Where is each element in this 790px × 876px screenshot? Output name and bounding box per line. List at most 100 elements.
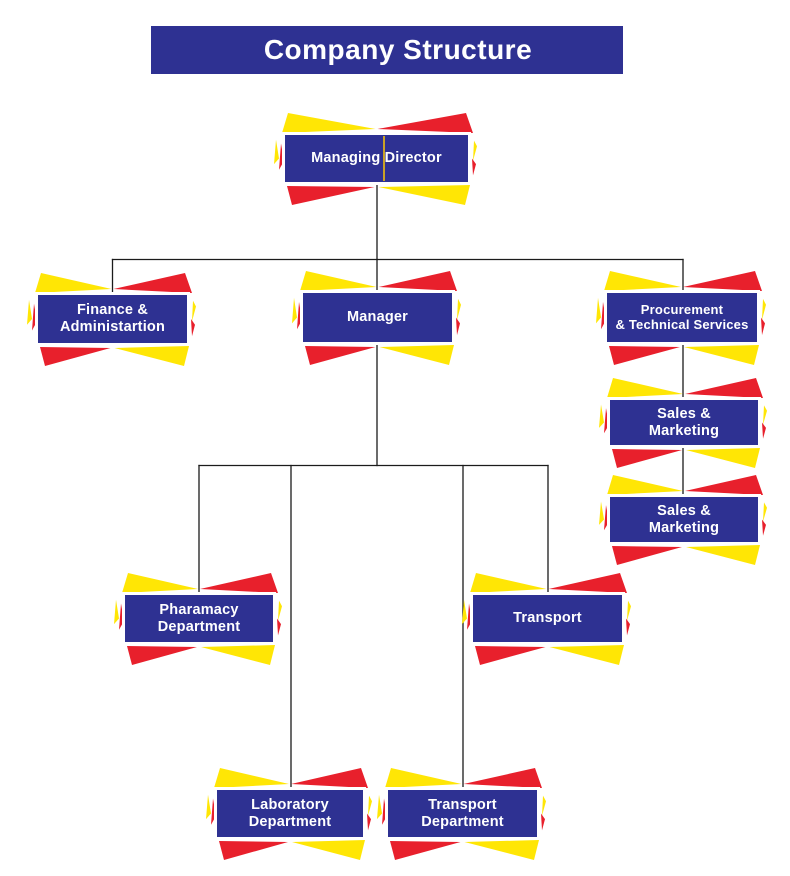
decoration-wedge xyxy=(122,573,198,593)
org-node-sales-marketing-1: Sales &Marketing xyxy=(596,374,772,471)
text-cursor-line xyxy=(383,136,385,181)
org-node-managing-director: Managing Director xyxy=(271,109,482,208)
bowtie-decoration xyxy=(206,768,372,860)
org-node-label: Department xyxy=(248,813,332,830)
decoration-wedge xyxy=(612,546,682,565)
bowtie-decoration xyxy=(462,573,631,665)
org-node-label: Transport xyxy=(513,610,582,627)
org-node-label: Managing Director xyxy=(311,150,442,167)
decoration-wedge xyxy=(382,798,387,825)
decoration-wedge xyxy=(113,273,192,293)
decoration-wedge xyxy=(279,143,284,170)
decoration-wedge xyxy=(761,317,765,336)
org-node-box: Manager xyxy=(303,293,452,342)
decoration-wedge xyxy=(609,346,680,365)
decoration-wedge xyxy=(686,545,760,565)
decoration-wedge xyxy=(472,158,476,176)
decoration-wedge xyxy=(368,795,372,816)
decoration-wedge xyxy=(685,475,763,495)
decoration-wedge xyxy=(601,301,606,330)
org-node-box: Sales &Marketing xyxy=(610,400,758,445)
decoration-wedge xyxy=(32,303,37,331)
decoration-wedge xyxy=(385,768,462,788)
decoration-wedge xyxy=(211,798,216,825)
bowtie-decoration xyxy=(599,475,767,565)
decoration-wedge xyxy=(282,113,376,133)
decoration-wedge xyxy=(379,345,454,365)
org-node-label: & Technical Services xyxy=(615,316,749,332)
decoration-wedge xyxy=(467,603,472,630)
org-node-label: Sales & xyxy=(657,502,711,519)
decoration-wedge xyxy=(378,271,457,291)
org-node-box: Managing Director xyxy=(285,135,468,182)
decoration-wedge xyxy=(763,502,767,522)
decoration-wedge xyxy=(464,840,539,860)
bowtie-decoration xyxy=(27,273,196,366)
org-node-finance-administartion: Finance &Administartion xyxy=(24,269,201,369)
bowtie-decoration xyxy=(599,378,767,468)
decoration-wedge xyxy=(612,449,682,468)
bowtie-decoration xyxy=(292,271,461,365)
decoration-wedge xyxy=(604,408,609,434)
decoration-wedge xyxy=(549,645,624,665)
org-node-label: Manager xyxy=(346,309,409,326)
decoration-wedge xyxy=(114,346,189,366)
decoration-wedge xyxy=(27,299,32,325)
decoration-wedge xyxy=(470,573,547,593)
org-node-label: Pharamacy xyxy=(159,601,239,618)
decoration-wedge xyxy=(686,448,760,468)
decoration-wedge xyxy=(762,422,766,439)
decoration-wedge xyxy=(604,271,681,291)
decoration-wedge xyxy=(201,645,275,665)
decoration-wedge xyxy=(292,840,365,860)
decoration-wedge xyxy=(599,404,604,428)
org-node-label: Administartion xyxy=(59,319,166,335)
decoration-wedge xyxy=(40,347,111,366)
page-title: Company Structure xyxy=(263,34,533,65)
decoration-wedge xyxy=(462,599,467,625)
decoration-wedge xyxy=(685,378,763,398)
decoration-wedge xyxy=(292,297,297,324)
decoration-wedge xyxy=(457,298,461,320)
decoration-wedge xyxy=(463,768,542,788)
org-node-transport: Transport xyxy=(459,569,636,668)
org-node-box: Procurement& Technical Services xyxy=(607,293,757,342)
decoration-wedge xyxy=(219,841,288,860)
decoration-wedge xyxy=(475,646,546,665)
decoration-wedge xyxy=(596,297,601,324)
decoration-wedge xyxy=(473,140,477,161)
decoration-wedge xyxy=(35,273,112,293)
decoration-wedge xyxy=(599,501,604,525)
decoration-wedge xyxy=(762,519,766,536)
decoration-wedge xyxy=(114,599,119,625)
decoration-wedge xyxy=(626,618,630,636)
org-node-label: Marketing xyxy=(648,422,720,439)
org-node-label: Finance & xyxy=(76,302,149,319)
org-node-box: Transport xyxy=(473,595,622,642)
org-node-box: Sales &Marketing xyxy=(610,497,758,542)
decoration-wedge xyxy=(604,505,609,531)
decoration-wedge xyxy=(762,298,766,320)
org-node-label: Laboratory xyxy=(251,796,329,813)
decoration-wedge xyxy=(607,475,683,495)
org-node-label: Department xyxy=(421,813,504,830)
decoration-wedge xyxy=(206,794,211,820)
decoration-wedge xyxy=(127,646,197,665)
org-node-box: Finance &Administartion xyxy=(38,295,187,343)
title-banner: Company Structure xyxy=(151,26,623,74)
org-node-label: Marketing xyxy=(648,519,720,536)
org-node-label: Procurement xyxy=(640,301,724,317)
decoration-wedge xyxy=(300,271,377,291)
decoration-wedge xyxy=(542,795,546,816)
decoration-wedge xyxy=(456,317,460,336)
decoration-wedge xyxy=(627,600,631,621)
